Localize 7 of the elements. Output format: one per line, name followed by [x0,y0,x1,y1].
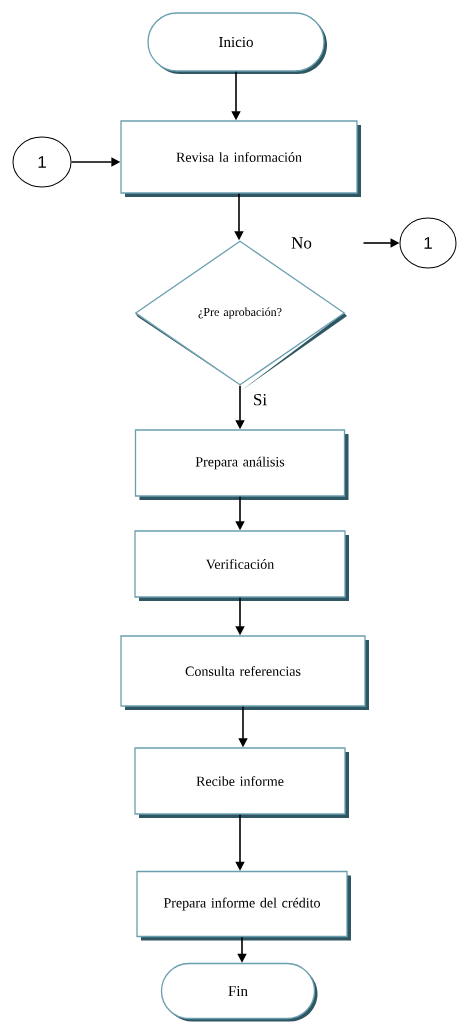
process-box: Verificación [134,530,349,601]
process-box: Recibe informe [134,747,349,818]
process-box: Prepara informe del crédito [136,870,351,941]
edge-label: Si [251,392,269,407]
process-box: Prepara análisis [134,429,349,500]
process-box: Revisa la información [120,120,361,197]
process-box: Consulta referencias [120,635,369,710]
